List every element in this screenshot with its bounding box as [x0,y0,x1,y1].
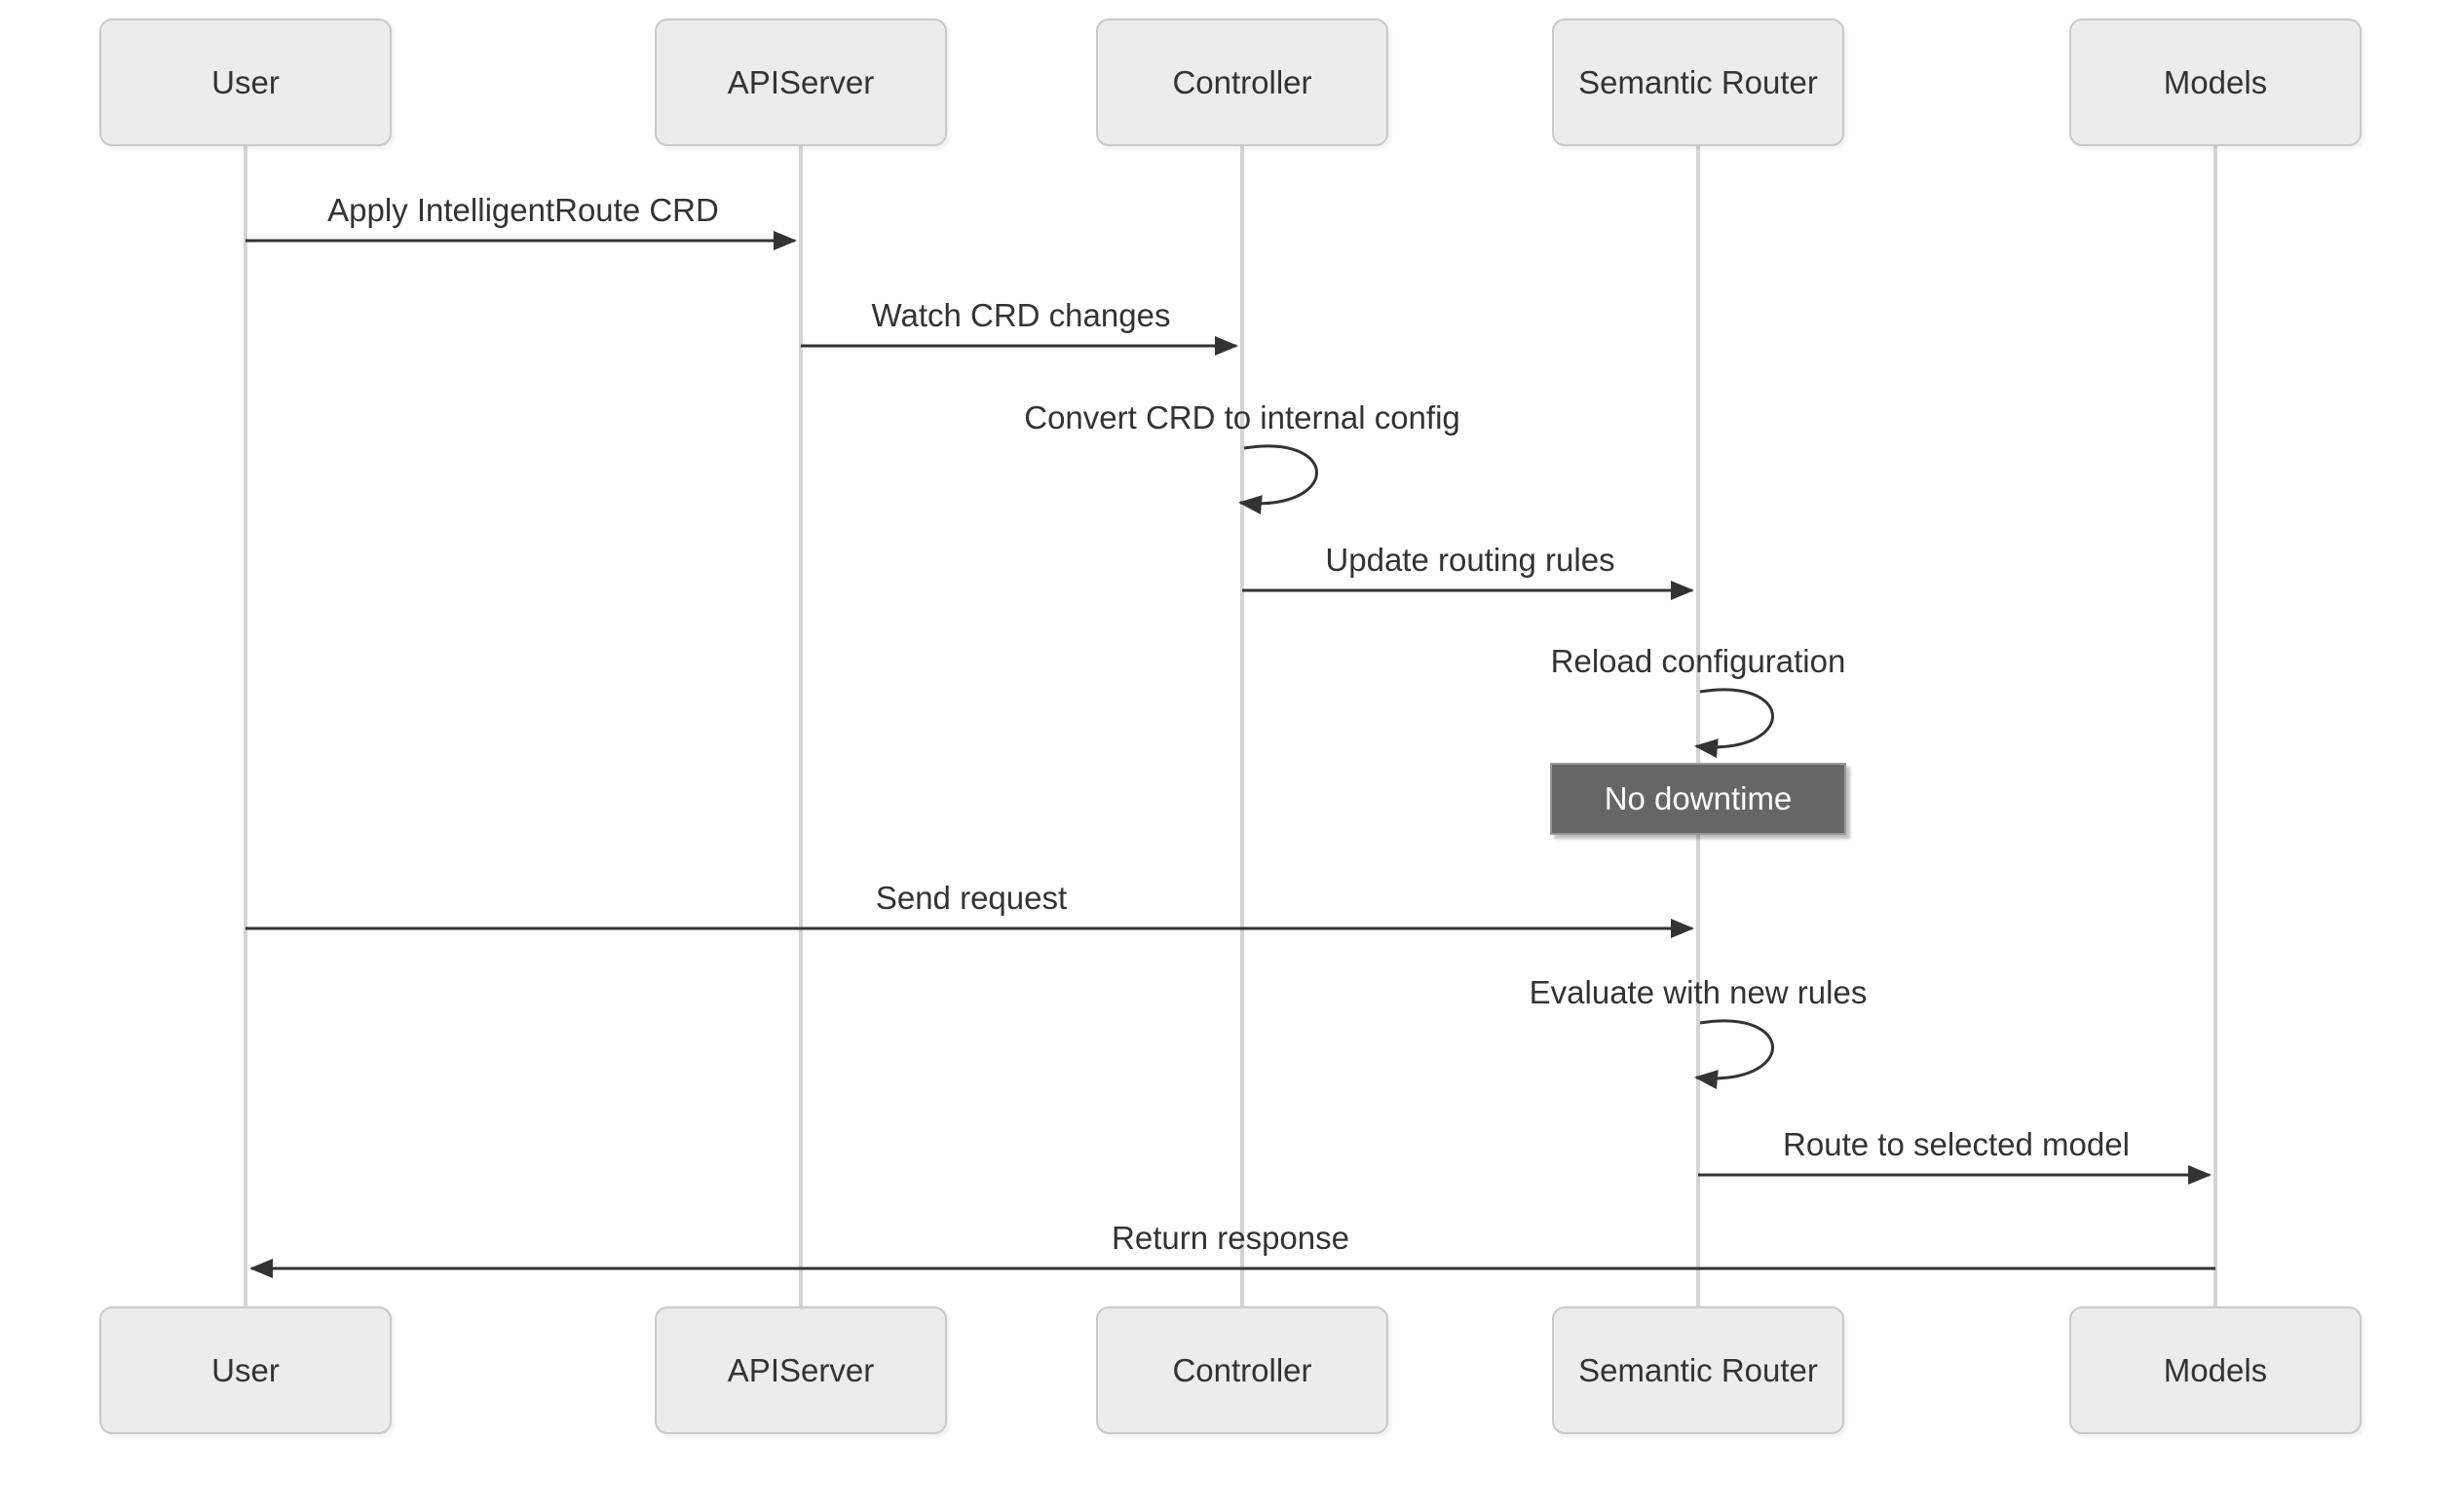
lifeline-models [2213,146,2217,1306]
actor-bottom-user: User [99,1306,392,1434]
actor-top-apiserver: APIServer [655,19,947,146]
actor-bottom-models: Models [2069,1306,2362,1434]
message-label-send-request: Send request [875,880,1068,916]
actor-top-user: User [99,19,392,146]
actor-bottom-semantic-router: Semantic Router [1552,1306,1844,1434]
self-loop-convert-crd [1238,444,1318,515]
actor-label: Models [2163,63,2268,100]
actor-label: User [211,1351,280,1388]
actor-bottom-apiserver: APIServer [655,1306,947,1434]
actor-label: APIServer [727,63,875,100]
actor-label: User [211,63,280,100]
message-label-evaluate-with-new-rules: Evaluate with new rules [1529,974,1868,1010]
lifeline-controller [1240,146,1244,1306]
lifeline-user [244,146,247,1306]
actor-label: Models [2163,1351,2268,1388]
actor-top-semantic-router: Semantic Router [1552,19,1844,146]
actor-top-controller: Controller [1096,19,1388,146]
message-label-apply-intelligentroute-crd: Apply IntelligentRoute CRD [327,192,719,228]
message-label-update-routing-rules: Update routing rules [1325,542,1615,578]
message-label-return-response: Return response [1112,1220,1349,1256]
self-loop-reload-configuration [1694,688,1774,759]
actor-bottom-controller: Controller [1096,1306,1388,1434]
lifeline-semantic-router [1696,146,1700,1306]
lifeline-apiserver [799,146,803,1306]
actor-label: Semantic Router [1578,63,1818,100]
message-label-watch-crd-changes: Watch CRD changes [871,297,1171,333]
actor-top-models: Models [2069,19,2362,146]
note-no-downtime: No downtime [1550,763,1846,835]
message-label-reload-configuration: Reload configuration [1550,643,1846,679]
message-label-convert-crd: Convert CRD to internal config [1024,399,1460,435]
actor-label: Controller [1172,63,1312,100]
actor-label: Semantic Router [1578,1351,1818,1388]
actor-label: Controller [1172,1351,1312,1388]
message-label-route-to-selected-model: Route to selected model [1783,1126,2130,1162]
actor-label: APIServer [727,1351,875,1388]
self-loop-evaluate-with-new-rules [1694,1019,1774,1090]
note-label: No downtime [1604,780,1793,816]
